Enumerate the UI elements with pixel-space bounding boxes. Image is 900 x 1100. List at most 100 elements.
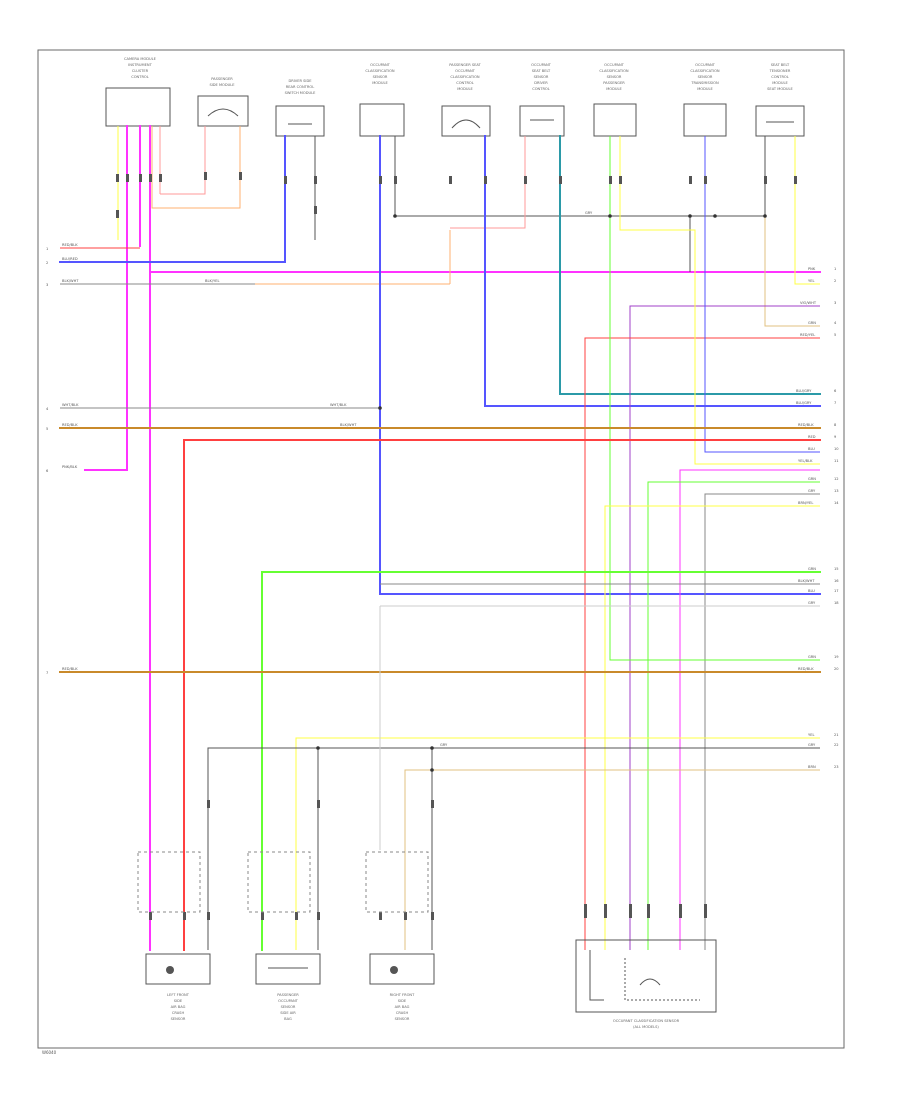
wire-label: BLU/GRY — [796, 401, 812, 405]
component-box — [359, 103, 405, 137]
wire-label: RED/BLK — [62, 667, 78, 671]
wire-label: YEL/BLK — [798, 459, 813, 463]
wire-yellow — [604, 505, 820, 950]
wire-yellow — [794, 136, 820, 285]
dashed-connector — [137, 851, 201, 913]
component-label: SEAT BELT — [771, 63, 790, 67]
component-label: CLASSIFICATION — [599, 69, 629, 73]
pin-number: 11 — [834, 459, 839, 463]
wire-label: GRY — [808, 601, 816, 605]
wire-grey — [207, 747, 820, 950]
component-label: OCCUPANT — [695, 63, 716, 67]
pin — [379, 912, 382, 920]
sensor-symbol — [589, 950, 604, 1001]
pin — [314, 206, 317, 214]
wires — [59, 125, 821, 951]
component-box — [369, 953, 435, 985]
component-label: INSTRUMENT — [128, 63, 152, 67]
wire-label: RED/BLK — [798, 667, 814, 671]
component-label: SENSOR — [534, 75, 549, 79]
pin-number: 7 — [46, 671, 48, 675]
component-box — [275, 105, 325, 137]
component-label: PASSENGER — [211, 77, 233, 81]
component-label: CONTROL — [131, 75, 149, 79]
component-box — [683, 103, 727, 137]
component-box — [755, 105, 805, 137]
wire-yellow — [295, 737, 820, 950]
wire-salmon — [450, 136, 526, 229]
pin — [629, 904, 632, 918]
component-label: OCCUPANT — [604, 63, 625, 67]
component-label: CONTROL — [456, 81, 474, 85]
pin-number: 19 — [834, 655, 839, 659]
component-box — [145, 953, 211, 985]
splice-dot — [430, 746, 434, 750]
component-label: (ALL MODELS) — [633, 1025, 659, 1029]
component-label: RIGHT FRONT — [390, 993, 415, 997]
component-label: PASSENGER SEAT — [449, 63, 481, 67]
figure-id: W6040 — [42, 1050, 57, 1055]
pin — [261, 912, 264, 920]
component-label: PASSENGER — [603, 81, 625, 85]
pin-number: 1 — [46, 247, 48, 251]
splice-dot — [763, 214, 767, 218]
wire-label: PNK — [808, 267, 816, 271]
wire-label: RED — [808, 435, 816, 439]
component-label: SENSOR — [281, 1005, 296, 1009]
pin — [317, 912, 320, 920]
component-label: DRIVER SIDE — [288, 79, 312, 83]
component-label: TRANSMISSION — [690, 81, 719, 85]
component-symbol — [207, 108, 239, 117]
pin — [204, 172, 207, 180]
pin-number: 20 — [834, 667, 839, 671]
component-left-front-crash-sensor: LEFT FRONT SIDE AIR BAG CRASH SENSOR — [145, 953, 211, 1021]
wire-blue-grey — [484, 135, 821, 407]
pin-number: 12 — [834, 477, 839, 481]
component-seat-belt-tensioner: SEAT BELT TENSIONER CONTROL MODULE SEAT … — [755, 63, 805, 137]
wire-label: PNK/BLK — [62, 465, 78, 469]
pin — [704, 176, 707, 184]
wire-labels-right: PNK YEL VIO/WHT GRN RED/YEL BLU/GRY BLU/… — [796, 267, 817, 769]
pin — [704, 904, 707, 918]
pin-number: 2 — [834, 279, 836, 283]
component-label: CONTROL — [532, 87, 550, 91]
wire-orange — [151, 126, 241, 209]
pin-number: 3 — [46, 283, 48, 287]
diagram-frame — [37, 49, 845, 1049]
component-occupant-sensor-transmission: OCCUPANT CLASSIFICATION SENSOR TRANSMISS… — [683, 63, 727, 137]
component-label: SIDE — [174, 999, 183, 1003]
component-camera-module: CAMERA MODULE INSTRUMENT CLUSTER CONTROL — [105, 57, 171, 127]
sensor-symbol — [639, 978, 661, 986]
wire-label: GRY — [440, 743, 448, 747]
splice-dot — [378, 406, 382, 410]
wire-label: GRN — [808, 477, 816, 481]
component-label: TENSIONER — [769, 69, 791, 73]
component-label: SENSOR — [698, 75, 713, 79]
component-label: SENSOR — [373, 75, 388, 79]
splice-dot — [430, 768, 434, 772]
component-box — [441, 105, 491, 137]
pin — [404, 912, 407, 920]
pin — [431, 800, 434, 808]
pin — [764, 176, 767, 184]
pin-number: 2 — [46, 261, 48, 265]
wire-label: BLU — [808, 447, 815, 451]
pin — [619, 176, 622, 184]
component-label: CLASSIFICATION — [690, 69, 720, 73]
component-label: OCCUPANT — [278, 999, 299, 1003]
wire-salmon — [160, 126, 206, 195]
pin-number: 15 — [834, 567, 839, 571]
component-label: SWITCH MODULE — [285, 91, 317, 95]
pin-number: 4 — [834, 321, 837, 325]
component-label: MODULE — [457, 87, 473, 91]
component-label: MODULE — [697, 87, 713, 91]
component-label: CRASH — [396, 1011, 409, 1015]
component-label: SIDE AIR — [280, 1011, 296, 1015]
pin — [679, 904, 682, 918]
wire-green — [647, 481, 820, 950]
wire-label: BLK/WHT — [798, 579, 815, 583]
wire-labels-center: BLK/YEL WHT/BLK BLK/WHT GRY GRY — [205, 211, 593, 747]
bottom-components: LEFT FRONT SIDE AIR BAG CRASH SENSOR PAS… — [137, 851, 717, 1029]
pin — [149, 912, 152, 920]
